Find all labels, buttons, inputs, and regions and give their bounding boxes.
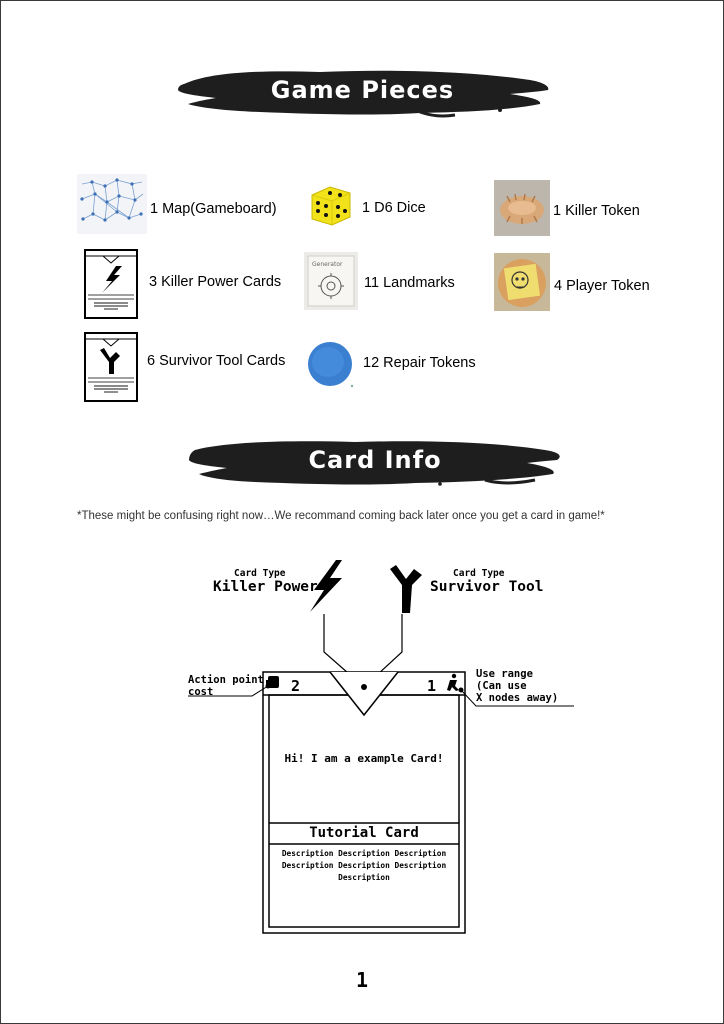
repair-tokens-label: 12 Repair Tokens bbox=[363, 355, 476, 371]
map-label: 1 Map(Gameboard) bbox=[150, 201, 277, 217]
use-range-label-line1: Use range bbox=[476, 668, 533, 680]
killer-power-cards-label: 3 Killer Power Cards bbox=[149, 274, 282, 290]
action-point-cost-value: 2 bbox=[291, 677, 301, 695]
description-line-1: Description Description Description bbox=[281, 849, 447, 858]
page-number: 1 bbox=[355, 968, 369, 992]
action-point-label-line2: cost bbox=[188, 686, 214, 698]
game-pieces-banner: Game Pieces bbox=[170, 62, 555, 122]
use-range-label-line2: (Can use bbox=[476, 680, 527, 692]
use-range-label-line3: X nodes away) bbox=[476, 692, 559, 704]
svg-text:Generator: Generator bbox=[312, 261, 343, 268]
card-type-caption-right: Card Type bbox=[453, 568, 505, 579]
killer-token-label: 1 Killer Token bbox=[553, 203, 640, 219]
repair-token-thumbnail bbox=[306, 340, 356, 390]
survivor-tool-card-thumbnail bbox=[84, 332, 138, 402]
example-card-text: Hi! I am a example Card! bbox=[284, 752, 444, 765]
survivor-tool-label: Survivor Tool bbox=[430, 579, 544, 595]
dice-thumbnail bbox=[308, 183, 354, 229]
landmarks-label: 11 Landmarks bbox=[364, 275, 455, 291]
landmark-thumbnail: Generator bbox=[304, 252, 358, 310]
action-point-fist-icon bbox=[266, 676, 279, 688]
killer-power-icon bbox=[310, 560, 342, 612]
player-token-thumbnail bbox=[494, 253, 550, 311]
survivor-tool-cards-label: 6 Survivor Tool Cards bbox=[147, 353, 286, 369]
use-range-runner-icon bbox=[447, 673, 459, 691]
description-line-2: Description Description Description bbox=[281, 861, 447, 870]
survivor-tool-icon bbox=[390, 565, 422, 613]
card-info-title: Card Info bbox=[308, 446, 442, 474]
map-thumbnail bbox=[77, 174, 147, 234]
card-diagram bbox=[188, 614, 574, 934]
game-pieces-title: Game Pieces bbox=[270, 76, 455, 104]
action-point-label-line1: Action point bbox=[188, 674, 264, 686]
description-line-3: Description bbox=[338, 873, 390, 882]
player-token-label: 4 Player Token bbox=[554, 278, 650, 294]
card-info-banner: Card Info bbox=[185, 434, 565, 492]
killer-token-thumbnail bbox=[494, 180, 550, 236]
dice-label: 1 D6 Dice bbox=[362, 200, 426, 216]
use-range-value: 1 bbox=[427, 677, 437, 695]
killer-power-card-thumbnail bbox=[84, 249, 138, 319]
killer-power-label: Killer Power bbox=[213, 579, 318, 595]
card-type-caption-left: Card Type bbox=[234, 568, 286, 579]
tutorial-card-title: Tutorial Card bbox=[309, 825, 419, 841]
card-info-note: *These might be confusing right now…We r… bbox=[77, 510, 605, 522]
